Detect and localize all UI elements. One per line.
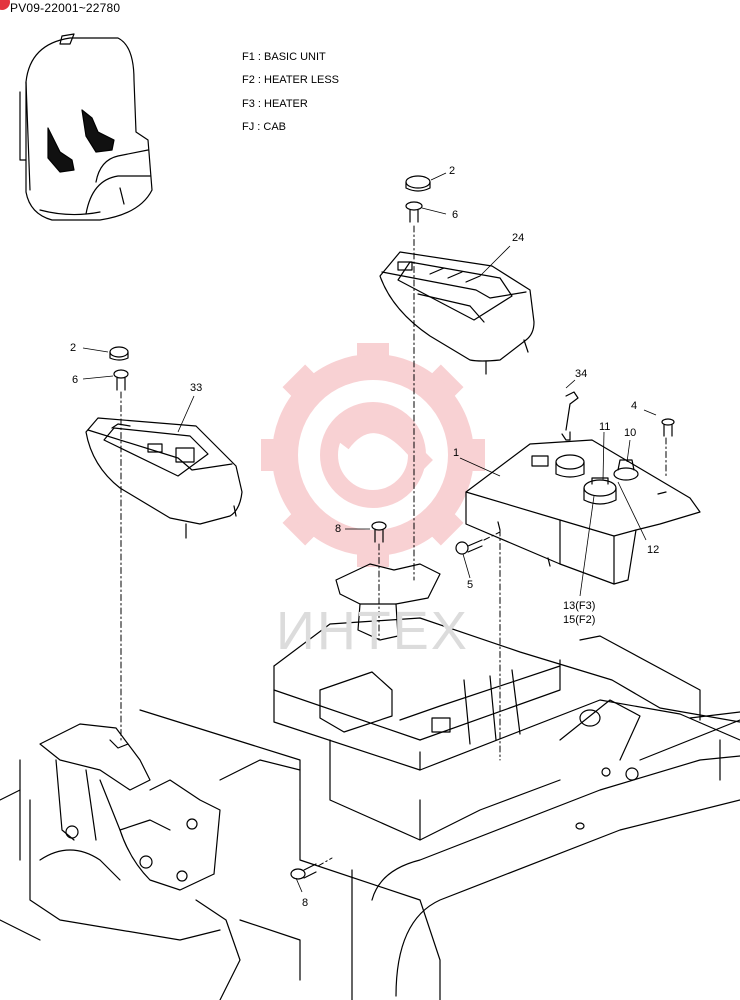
legend-item-f1: F1 : BASIC UNIT xyxy=(242,51,326,63)
callout-2-top: 2 xyxy=(449,165,456,177)
callout-leaders xyxy=(82,172,657,893)
assembly-guide-lines xyxy=(120,225,667,867)
screw-5 xyxy=(455,539,483,555)
diagram-header: PV09-22001~22780 xyxy=(0,0,200,18)
callout-2-left: 2 xyxy=(70,342,77,354)
screw-8-bottom xyxy=(290,863,317,880)
lever-mechanism xyxy=(0,709,301,1000)
legend-item-fj: FJ : CAB xyxy=(242,121,287,134)
machine-frame xyxy=(273,617,740,1000)
machine-thumbnail xyxy=(19,33,153,221)
serial-range: PV09-22001~22780 xyxy=(10,1,121,15)
callout-10: 10 xyxy=(624,427,637,439)
legend-item-f3: F3 : HEATER xyxy=(242,97,308,110)
callout-1: 1 xyxy=(453,447,460,459)
watermark-gear-logo xyxy=(261,343,485,567)
callout-24: 24 xyxy=(512,232,525,244)
callout-11: 11 xyxy=(599,421,611,433)
callout-6-left: 6 xyxy=(72,374,79,386)
callout-34: 34 xyxy=(575,368,588,380)
callout-12: 12 xyxy=(647,544,660,556)
monitor-panel-24 xyxy=(379,175,535,375)
watermark-text: ИНТЕХ xyxy=(276,601,469,661)
callout-13-f3: 13(F3) xyxy=(563,600,596,612)
console-cover-1 xyxy=(465,391,701,585)
callout-6-top: 6 xyxy=(452,209,459,221)
callout-33: 33 xyxy=(190,382,203,394)
callout-5: 5 xyxy=(467,579,474,591)
callout-8-bottom: 8 xyxy=(302,897,309,909)
callout-15-f2: 15(F2) xyxy=(563,614,596,626)
legend-item-f2: F2 : HEATER LESS xyxy=(242,74,340,87)
callout-4: 4 xyxy=(631,400,638,412)
mount-bracket xyxy=(335,563,441,641)
switch-panel-33 xyxy=(85,346,243,539)
callout-8-mid: 8 xyxy=(335,523,342,535)
variant-legend: F1 : BASIC UNIT F2 : HEATER LESS F3 : HE… xyxy=(242,46,339,140)
screw-8-mid xyxy=(371,521,387,543)
status-badge xyxy=(0,0,10,10)
